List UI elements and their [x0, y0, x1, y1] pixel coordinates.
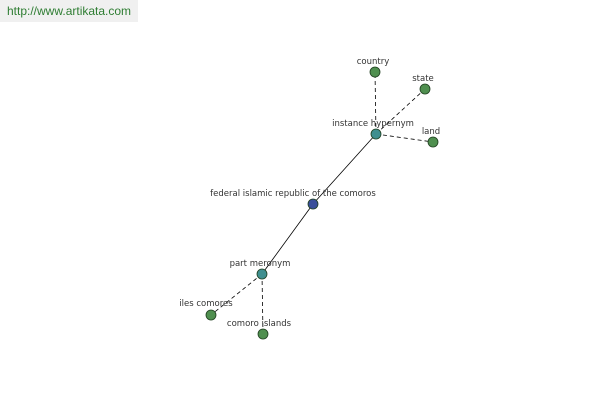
leaf-node-iles-comores[interactable]	[205, 309, 217, 321]
graph-labels: federal islamic republic of the comoros …	[179, 57, 440, 329]
graph-edges	[210, 71, 434, 335]
edge-instance-hypernym-country	[374, 71, 377, 135]
leaf-node-state[interactable]	[419, 83, 431, 95]
center-node[interactable]	[307, 198, 319, 210]
edge-part-meronym-comoro-islands	[261, 273, 264, 335]
leaf-node-country[interactable]	[369, 66, 381, 78]
relation-label-part-meronym[interactable]: part meronym	[230, 259, 291, 269]
source-url-text[interactable]: http://www.artikata.com	[7, 4, 132, 18]
center-node-label[interactable]: federal islamic republic of the comoros	[210, 189, 376, 199]
relation-node-instance-hypernym[interactable]	[370, 128, 382, 140]
edge-part-meronym-iles-comores	[210, 273, 263, 316]
leaf-label-country[interactable]: country	[357, 57, 390, 67]
leaf-node-comoro-islands[interactable]	[257, 328, 269, 340]
leaf-label-comoro-islands[interactable]: comoro islands	[227, 319, 292, 329]
leaf-label-land[interactable]: land	[422, 127, 440, 137]
leaf-label-iles-comores[interactable]: iles comores	[179, 299, 233, 309]
edge-center-instance-hypernym	[312, 133, 377, 205]
edge-center-part-meronym	[261, 203, 314, 275]
graph-nodes	[205, 66, 439, 340]
leaf-label-state[interactable]: state	[412, 74, 434, 84]
relation-label-instance-hypernym[interactable]: instance hypernym	[332, 119, 414, 129]
edge-instance-hypernym-land	[375, 133, 434, 143]
relation-node-part-meronym[interactable]	[256, 268, 268, 280]
leaf-node-land[interactable]	[427, 136, 439, 148]
source-url-banner: http://www.artikata.com	[0, 0, 138, 22]
